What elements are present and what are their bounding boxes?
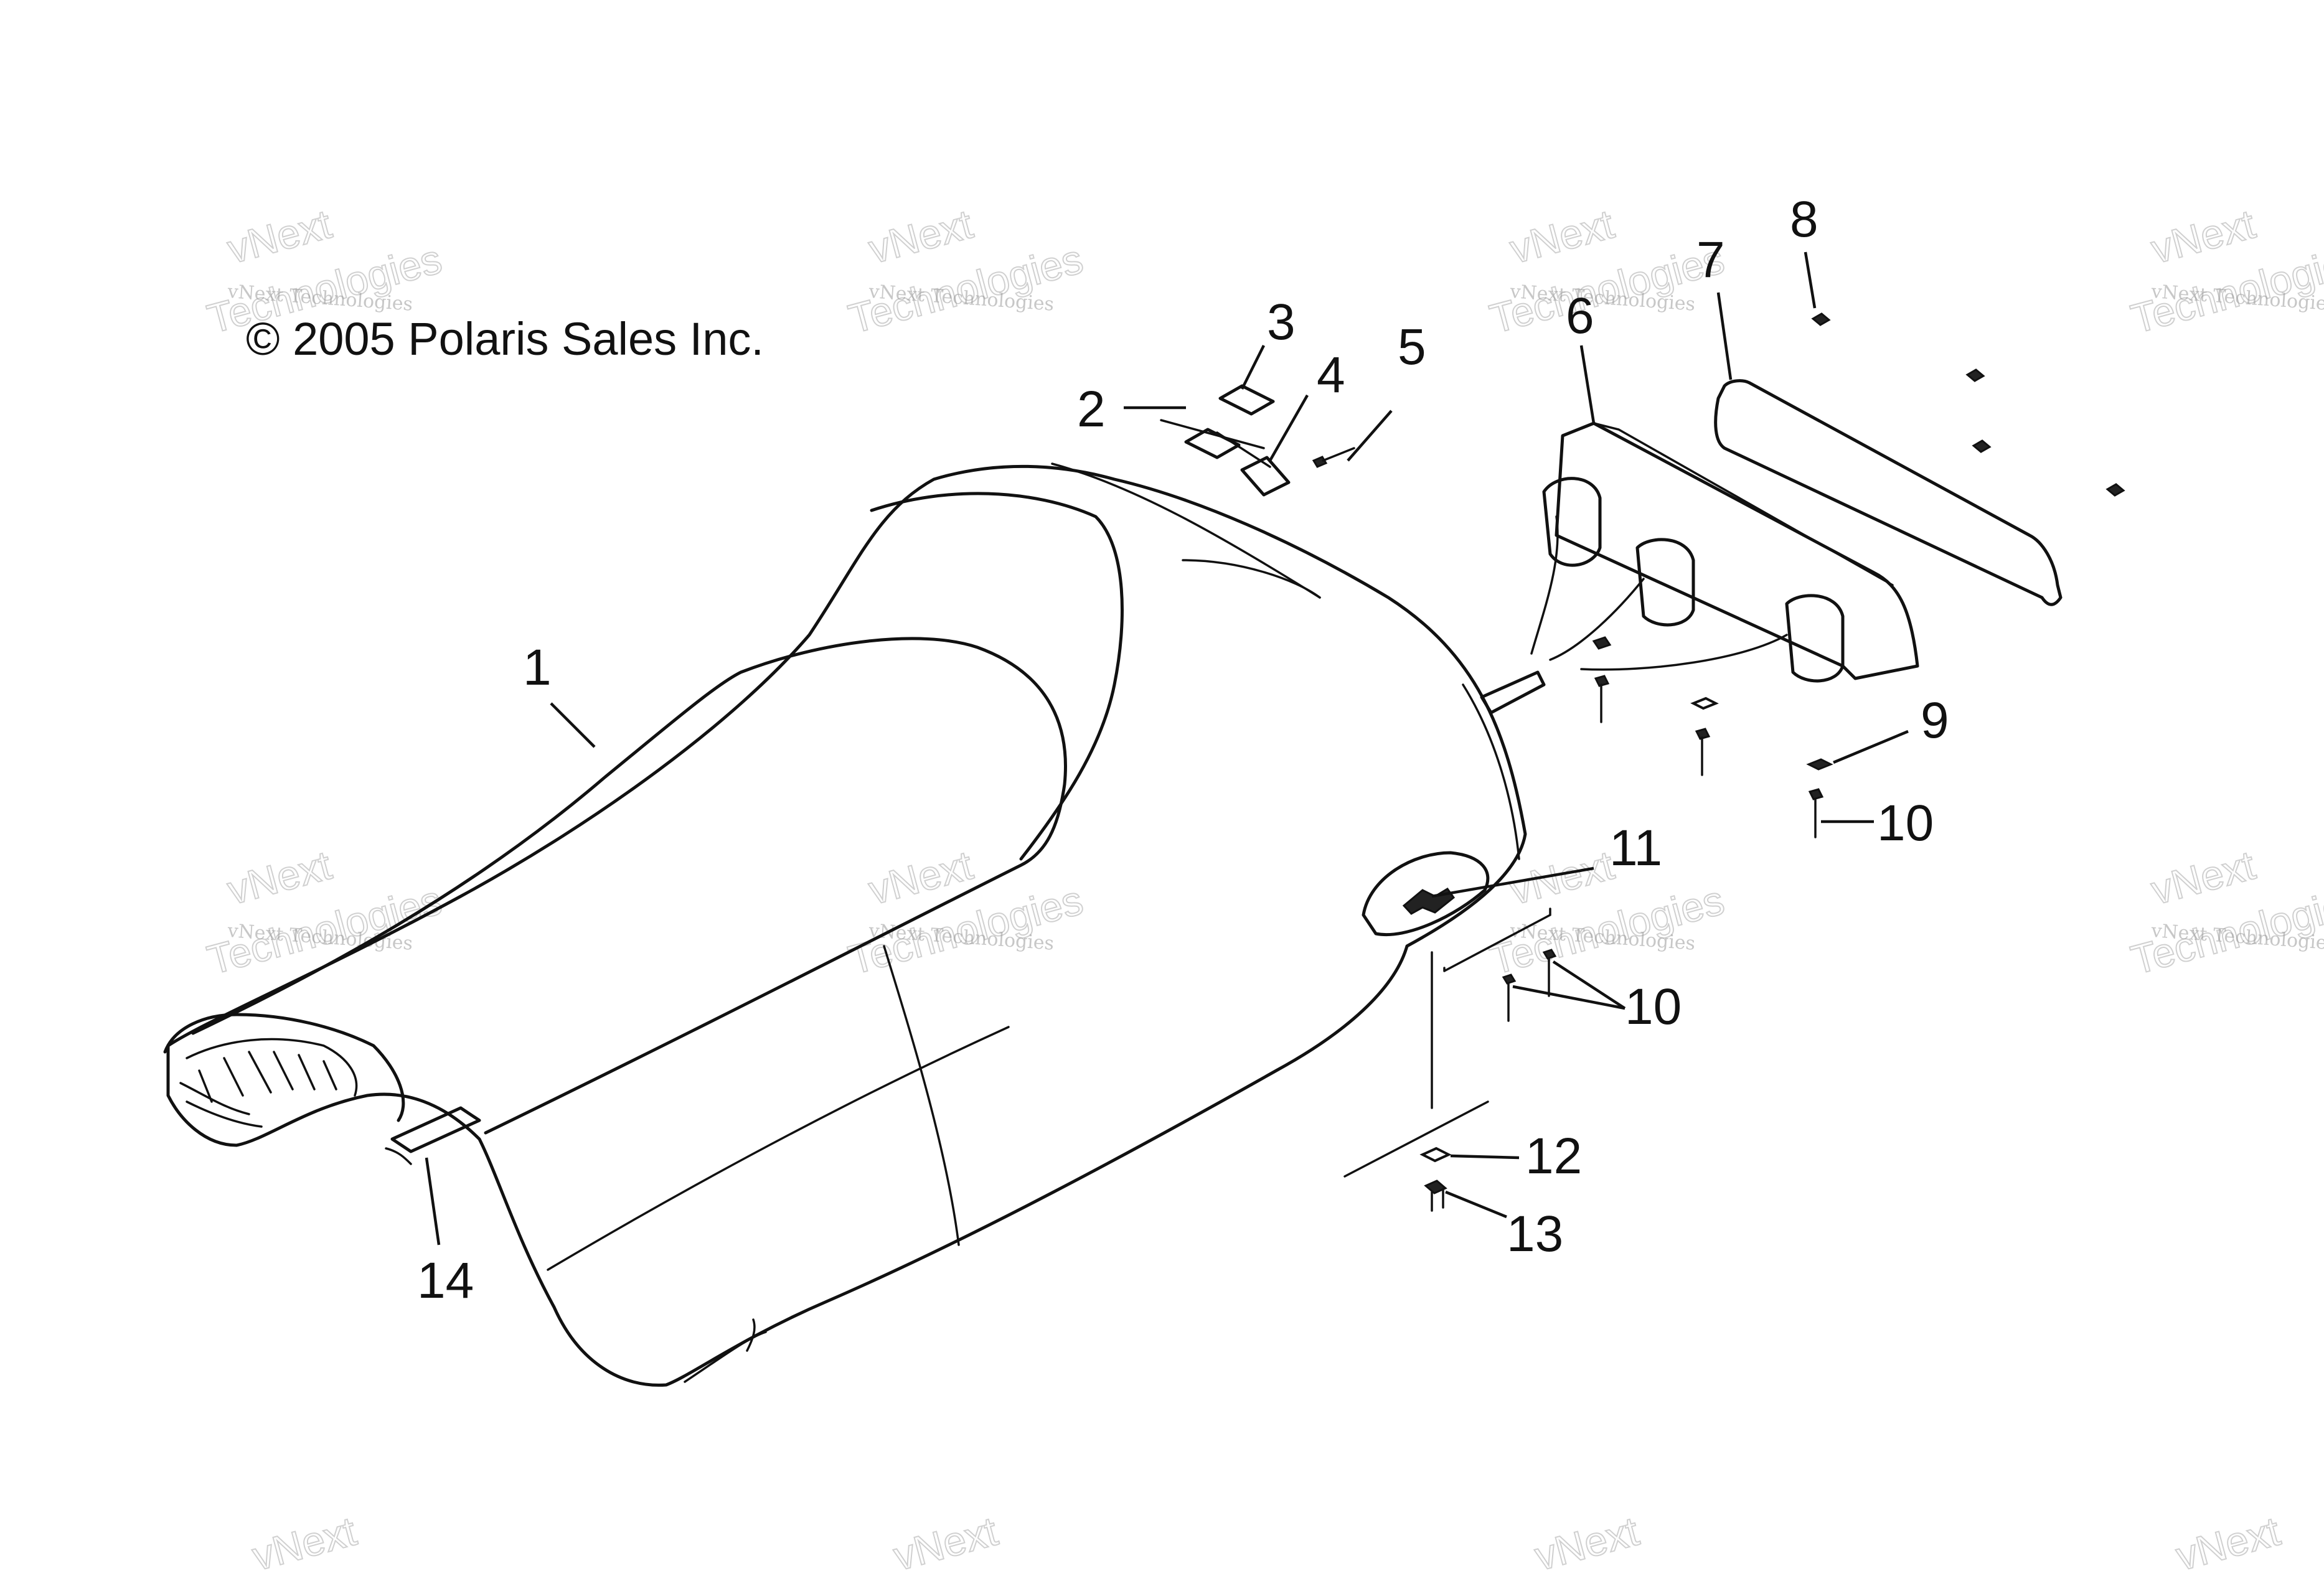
seat-front-storage bbox=[186, 1038, 358, 1097]
callout-6: 6 bbox=[1566, 288, 1594, 344]
watermark-brand: vNext bbox=[889, 1508, 1002, 1576]
callout-1: 1 bbox=[523, 639, 552, 696]
decal-2 bbox=[1184, 428, 1241, 459]
seat-front-storage bbox=[198, 1051, 337, 1103]
cover-panel-outline bbox=[1714, 379, 2063, 606]
leader-line-10c bbox=[1552, 960, 1626, 1010]
callout-8: 8 bbox=[1790, 191, 1818, 248]
taillight-lens-1 bbox=[1542, 477, 1602, 567]
leader-line-3 bbox=[1240, 344, 1266, 390]
seat-outline bbox=[166, 464, 1527, 1387]
bolt-13 bbox=[1424, 1180, 1447, 1194]
leader-line-1 bbox=[550, 702, 596, 748]
taillight-assembly bbox=[1480, 421, 1919, 715]
seat-hump-seam bbox=[1051, 462, 1321, 599]
screw bbox=[2105, 483, 2125, 497]
hinge-bar-end bbox=[385, 1147, 412, 1165]
screw-8 bbox=[1811, 312, 1831, 326]
watermark-brand: vNext bbox=[864, 842, 977, 913]
washer-12 bbox=[1419, 1147, 1452, 1163]
watermark-brand: vNext bbox=[223, 842, 336, 913]
callout-2: 2 bbox=[1077, 381, 1106, 438]
leader-line-6 bbox=[1579, 345, 1596, 424]
hinge-bar bbox=[390, 1106, 481, 1153]
seat-bottom-seam bbox=[746, 1318, 756, 1352]
taillight-lens-3 bbox=[1785, 594, 1845, 683]
loose-hardware bbox=[1343, 675, 1833, 1212]
callout-9: 9 bbox=[1921, 692, 1949, 749]
watermarks: vNext Technologies vNext Technologies vN… bbox=[202, 200, 2324, 1576]
bolt-head bbox=[1695, 728, 1711, 740]
nut-9 bbox=[1806, 758, 1833, 771]
leader-line-13 bbox=[1445, 1190, 1507, 1219]
screw bbox=[1965, 368, 1985, 382]
watermark-brand: vNext bbox=[2171, 1508, 2285, 1576]
decal-4 bbox=[1240, 456, 1291, 497]
latch-recess bbox=[1362, 851, 1490, 936]
leader-line-10b bbox=[1512, 985, 1625, 1010]
leader-line-9 bbox=[1833, 729, 1909, 764]
bolt-head bbox=[1594, 675, 1610, 687]
taillight-housing bbox=[1555, 421, 1919, 680]
fastener bbox=[1592, 636, 1612, 650]
seat-side-seam bbox=[547, 1026, 1010, 1271]
watermark-brand: vNext bbox=[223, 200, 336, 272]
screw bbox=[1972, 439, 1992, 453]
decal-guide-line bbox=[1160, 419, 1265, 449]
seat-assembly bbox=[163, 462, 1551, 1387]
seat-front-storage bbox=[179, 1082, 263, 1128]
bolt-10 bbox=[1808, 788, 1824, 800]
callout-13: 13 bbox=[1507, 1206, 1563, 1262]
callout-10: 10 bbox=[1877, 795, 1934, 851]
decal-3 bbox=[1218, 384, 1275, 416]
seat-cushion-top bbox=[191, 637, 1067, 1135]
seat-front-nose bbox=[163, 1013, 405, 1122]
striker-guide bbox=[1343, 1100, 1489, 1178]
seat-hump-recess bbox=[1182, 559, 1321, 599]
watermark-brand: vNext bbox=[2147, 200, 2260, 272]
callout-4: 4 bbox=[1317, 347, 1345, 403]
cover-panel bbox=[1714, 312, 2125, 606]
callout-12: 12 bbox=[1525, 1128, 1582, 1184]
watermark-brand: vNext bbox=[2147, 842, 2260, 913]
callout-11: 11 bbox=[1609, 820, 1662, 876]
callout-5: 5 bbox=[1398, 319, 1426, 375]
seat-right-edge bbox=[1462, 683, 1520, 860]
screw-5-shank bbox=[1322, 447, 1355, 462]
callout-labels: 1 2 3 4 5 6 7 8 9 10 10 11 12 13 14 bbox=[417, 191, 1949, 1309]
decals bbox=[1160, 384, 1355, 497]
leader-line-12 bbox=[1450, 1154, 1520, 1160]
screw-5 bbox=[1312, 456, 1328, 468]
seat-side-seam bbox=[883, 945, 960, 1246]
leader-lines bbox=[425, 251, 1909, 1245]
callout-3: 3 bbox=[1267, 294, 1296, 350]
leader-line-14 bbox=[425, 1157, 441, 1245]
latch-bracket bbox=[1443, 908, 1551, 972]
watermark-brand: vNext bbox=[248, 1508, 361, 1576]
leader-line-4 bbox=[1269, 394, 1309, 462]
taillight-flange bbox=[1592, 422, 1894, 586]
watermark-brand: vNext bbox=[1505, 842, 1619, 913]
callout-7: 7 bbox=[1696, 232, 1725, 288]
taillight-wire bbox=[1530, 515, 1788, 671]
bolt-10 bbox=[1502, 973, 1517, 985]
washer bbox=[1690, 697, 1719, 710]
leader-line-5 bbox=[1347, 410, 1393, 462]
callout-14: 14 bbox=[417, 1252, 474, 1309]
seat-rear-hump bbox=[870, 492, 1124, 861]
callout-10: 10 bbox=[1625, 978, 1682, 1035]
bolt-13-body bbox=[1431, 1188, 1444, 1212]
leader-line-7 bbox=[1716, 292, 1733, 380]
seat-bottom-seam bbox=[684, 1331, 767, 1383]
watermark-brand: vNext bbox=[1505, 200, 1619, 272]
leader-line-8 bbox=[1804, 251, 1817, 309]
bolt-10 bbox=[1542, 949, 1557, 960]
copyright-text: © 2005 Polaris Sales Inc. bbox=[246, 313, 764, 365]
taillight-lens-2 bbox=[1635, 538, 1695, 627]
wire-harness bbox=[1480, 670, 1546, 715]
leader-line-11 bbox=[1431, 866, 1594, 898]
watermark-brand: vNext bbox=[1530, 1508, 1644, 1576]
watermark-brand: vNext bbox=[864, 200, 977, 272]
